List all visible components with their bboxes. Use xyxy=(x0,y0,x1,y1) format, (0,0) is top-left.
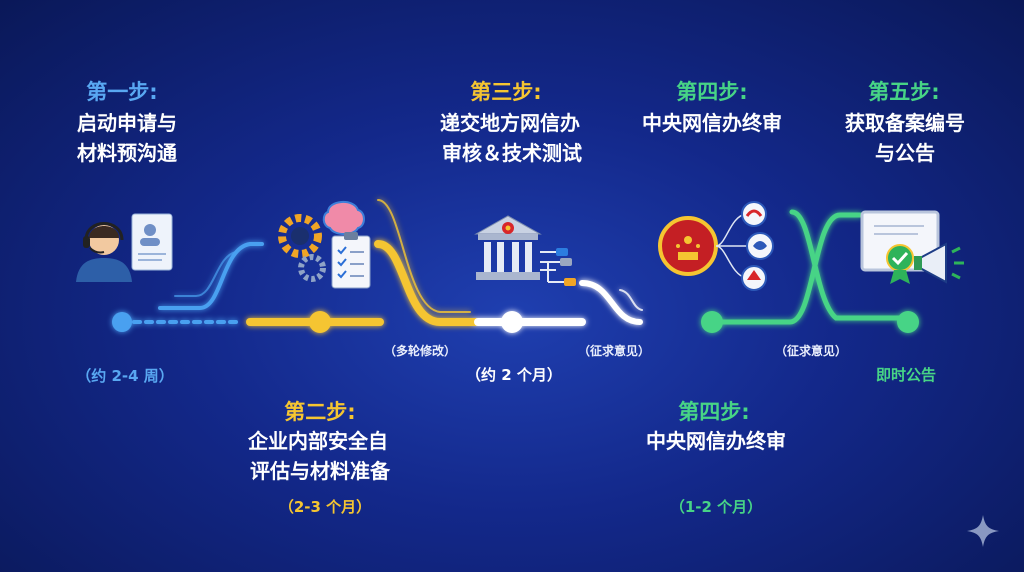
node-5 xyxy=(897,311,919,333)
step3-duration: （约 2 个月） xyxy=(466,366,562,384)
timeline-branch-white xyxy=(579,280,643,325)
step1-duration: （约 2-4 周） xyxy=(76,367,174,385)
step2-note: （多轮修改） xyxy=(383,344,457,358)
step3-title-line1: 递交地方网信办 xyxy=(440,111,580,135)
step5-duration: 即时公告 xyxy=(875,366,937,384)
step5-title-line2: 与公告 xyxy=(875,141,935,165)
sparkle-icon xyxy=(967,515,999,547)
step2-title-line2: 评估与材料准备 xyxy=(250,459,390,483)
government-building-icon xyxy=(474,215,576,286)
step4-bottom-title: 中央网信办终审 xyxy=(646,429,786,453)
national-emblem-agencies-icon xyxy=(658,201,774,291)
step5-title-line1: 获取备案编号 xyxy=(845,111,965,135)
gears-brain-checklist-icon xyxy=(278,201,371,289)
node-1 xyxy=(112,312,132,332)
timeline-branch-yellow xyxy=(374,240,482,326)
step4-note: （征求意见） xyxy=(774,344,848,358)
step3-note: （征求意见） xyxy=(577,344,651,358)
step4-top-title: 中央网信办终审 xyxy=(642,111,782,135)
step2-label: 第二步: xyxy=(284,400,356,424)
node-4 xyxy=(701,311,723,333)
step3-title-line2: 审核＆技术测试 xyxy=(442,141,582,165)
node-2 xyxy=(309,311,331,333)
node-3 xyxy=(501,311,523,333)
step2-title-line1: 企业内部安全自 xyxy=(248,429,388,453)
step4-duration: （1-2 个月） xyxy=(669,498,763,516)
step1-label: 第一步: xyxy=(86,80,158,104)
step5-label: 第五步: xyxy=(868,80,940,104)
headset-consultant-icon xyxy=(76,213,173,282)
step4-top-label: 第四步: xyxy=(676,80,748,104)
timeline-branch-blue xyxy=(158,242,264,310)
step2-duration: （2-3 个月） xyxy=(278,498,372,516)
certificate-megaphone-icon xyxy=(860,210,964,284)
step4-bottom-label: 第四步: xyxy=(678,400,750,424)
step1-title-line1: 启动申请与 xyxy=(77,111,177,135)
step1-title-line2: 材料预沟通 xyxy=(77,141,177,165)
step3-label: 第三步: xyxy=(470,80,542,104)
